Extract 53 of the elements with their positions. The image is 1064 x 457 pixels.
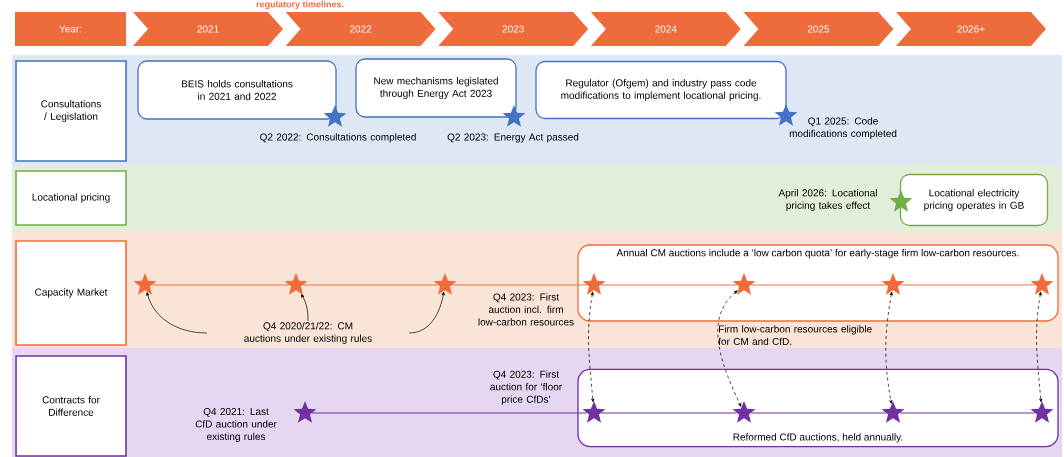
header-cell: Year: — [15, 12, 126, 46]
connector-line — [750, 284, 887, 286]
connector-line — [899, 412, 1036, 414]
dashed-arrow — [1036, 291, 1043, 403]
process-box: Locational electricity pricing operates in GB — [899, 173, 1049, 227]
milestone-star — [732, 273, 756, 295]
milestone-label: Q4 2021: Last CfD auction under existing rules — [195, 407, 277, 442]
milestone-label: April 2026: Locational pricing takes effect — [778, 189, 877, 211]
year-header-cell: 2022 — [285, 12, 436, 46]
connector-line — [311, 412, 588, 414]
year-header-cell: 2026+ — [896, 12, 1046, 46]
row-label-box: Contracts for Difference — [15, 355, 127, 457]
connector-line — [151, 284, 290, 286]
dashed-arrow — [717, 290, 742, 407]
milestone-star — [284, 273, 308, 295]
process-box: Reformed CfD auctions, held annually. — [577, 368, 1059, 448]
connector-line — [600, 284, 738, 286]
arrow — [146, 292, 208, 334]
year-header-cell: 2025 — [743, 12, 894, 46]
connector-line — [302, 284, 439, 286]
milestone-star — [1030, 401, 1054, 423]
milestone-star — [1030, 273, 1054, 295]
milestone-star — [881, 273, 905, 295]
process-box: Regulator (Ofgem) and industry pass code modifications to implement locational pricing. — [535, 60, 787, 120]
milestone-label: Q1 2025: Code modifications completed — [789, 117, 897, 139]
process-box: New mechanisms legislated through Energy Act 2023 — [355, 58, 517, 118]
year-header-cell: 2021 — [133, 12, 283, 46]
milestone-label: Q4 2023: First auction incl. firm low-carbon resources — [478, 293, 574, 326]
dashed-arrow — [588, 291, 595, 403]
milestone-star — [433, 273, 457, 295]
year-header-cell: 2023 — [438, 12, 589, 46]
row-label-box: Capacity Market — [15, 240, 127, 346]
milestone-label: Q2 2023: Energy Act passed — [447, 133, 579, 143]
milestone-star — [732, 401, 756, 423]
row-label-box: Locational pricing — [15, 170, 127, 226]
process-box: BEIS holds consultations in 2021 and 2022 — [137, 60, 337, 120]
dashed-arrow — [885, 291, 893, 404]
milestone-star — [881, 401, 905, 423]
milestone-label: Q2 2022: Consultations completed — [260, 133, 416, 143]
connector-line — [451, 284, 588, 286]
milestone-label: Q4 2023: First auction for ‘floor price CfDs’ — [490, 370, 562, 405]
arrow — [301, 294, 309, 322]
year-header-cell: 2024 — [590, 12, 741, 46]
connector-line — [750, 412, 887, 414]
title: regulatory timelines. — [256, 0, 344, 10]
connector-line — [600, 412, 738, 414]
callout-text: Q4 2020/21/22: CM auctions under existing rules — [244, 322, 372, 344]
milestone-star — [133, 273, 157, 295]
connector-line — [899, 284, 1036, 286]
note-text: Firm low-carbon resources eligible for CM and CfD. — [718, 325, 872, 346]
row-label-box: Consultations / Legislation — [15, 60, 127, 162]
arrow — [408, 291, 445, 334]
process-box: Annual CM auctions include a ‘low carbon quota’ for early-stage firm low-carbon resources. — [577, 244, 1059, 322]
